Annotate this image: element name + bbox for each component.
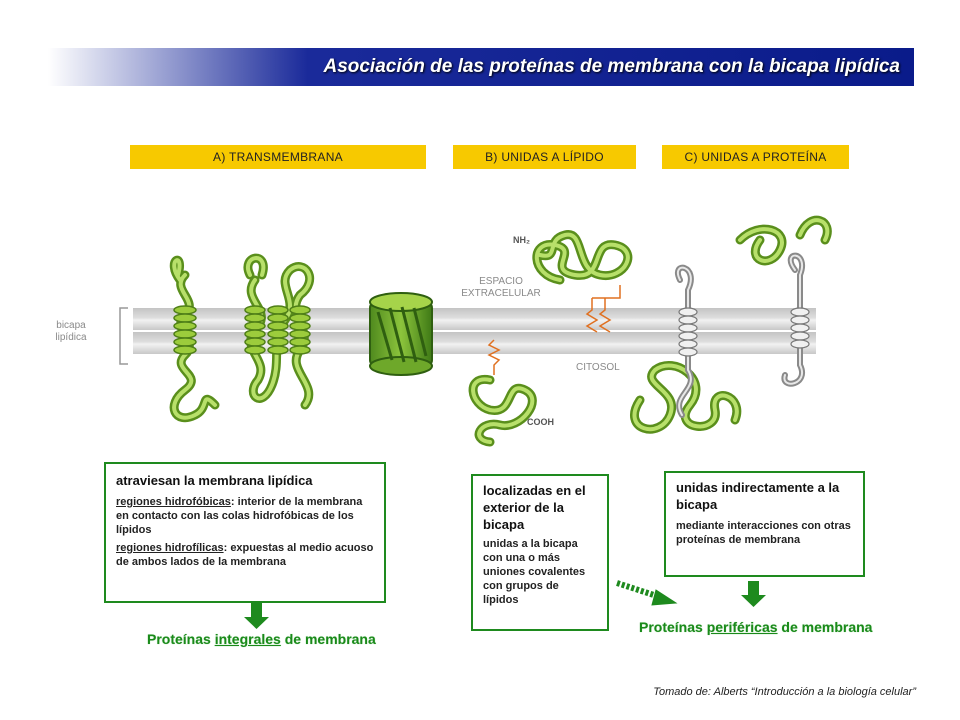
protein-box-heading: unidas indirectamente a la bicapa — [676, 480, 840, 512]
integral-proteins-box: atraviesan la membrana lipídica regiones… — [104, 462, 386, 603]
peripheral-proteins-label: Proteínas periféricas de membrana — [639, 619, 873, 635]
membrane-diagram — [119, 215, 832, 447]
down-arrow-peripheral — [741, 581, 766, 607]
source-credit: Tomado de: Alberts “Introducción a la bi… — [653, 686, 916, 698]
nh2-label: NH₂ — [513, 235, 530, 245]
bilayer-bracket — [119, 307, 128, 365]
integral-box-heading: atraviesan la membrana lipídica — [116, 473, 313, 488]
arrow-lipid-to-peripheral — [616, 580, 678, 606]
cytosol-label: CITOSOL — [576, 362, 620, 373]
cooh-label: COOH — [527, 417, 554, 427]
arrows-layer — [244, 580, 766, 629]
category-protein-attached: C) UNIDAS A PROTEÍNA — [662, 145, 849, 169]
lipid-box-body: unidas a la bicapa con una o más uniones… — [483, 538, 586, 606]
category-transmembrane: A) TRANSMEMBRANA — [130, 145, 426, 169]
title-bar: Asociación de las proteínas de membrana … — [48, 48, 914, 86]
down-arrow-integral — [244, 603, 269, 629]
category-lipid-linked: B) UNIDAS A LÍPIDO — [453, 145, 636, 169]
protein-box-body: mediante interacciones con otras proteín… — [676, 520, 851, 546]
integral-box-hydrophobic: regiones hidrofóbicas: interior de la me… — [116, 496, 363, 536]
lipid-anchor — [585, 285, 621, 333]
extracellular-label: ESPACIO EXTRACELULAR — [461, 276, 541, 299]
protein-attached-box: unidas indirectamente a la bicapa median… — [664, 471, 865, 577]
page-title: Asociación de las proteínas de membrana … — [323, 56, 900, 77]
lipid-linked-box: localizadas en el exterior de la bicapa … — [471, 474, 609, 631]
beta-barrel-protein — [369, 292, 433, 376]
integral-proteins-label: Proteínas integrales de membrana — [147, 631, 376, 647]
lipid-box-heading: localizadas en el exterior de la bicapa — [483, 483, 586, 532]
lipid-bilayer — [133, 308, 816, 330]
integral-box-hydrophilic: regiones hidrofílicas: expuestas al medi… — [116, 542, 374, 568]
bilayer-label: bicapa lipídica — [55, 320, 87, 343]
